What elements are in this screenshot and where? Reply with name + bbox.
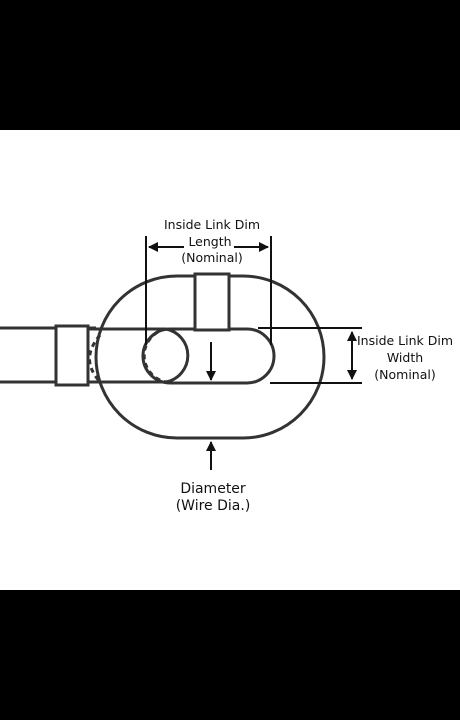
length-label-line3: (Nominal): [181, 250, 242, 265]
adjacent-link-arc-dashed: [142, 327, 167, 384]
link-inner-opening: [141, 327, 276, 385]
adjacent-link-arc: [165, 327, 190, 384]
width-label-line2: Width: [387, 350, 423, 365]
diameter-label-line1: Diameter: [180, 481, 246, 497]
length-label-line2: Length: [188, 234, 231, 249]
chain-link-diagram: Inside Link Dim Length (Nominal) Inside …: [0, 217, 453, 514]
diameter-label-line2: (Wire Dia.): [176, 498, 251, 514]
length-label-line1: Inside Link Dim: [164, 217, 260, 232]
letterbox-bottom: [0, 590, 460, 720]
width-label-line1: Inside Link Dim: [357, 333, 453, 348]
width-label-line3: (Nominal): [374, 367, 435, 382]
diagram-canvas: Inside Link Dim Length (Nominal) Inside …: [0, 130, 460, 590]
main-link-weld: [193, 272, 231, 332]
letterbox-top: [0, 0, 460, 130]
length-dimension: [145, 236, 272, 345]
adjacent-link-weld: [54, 324, 90, 387]
width-dimension: [258, 327, 362, 384]
